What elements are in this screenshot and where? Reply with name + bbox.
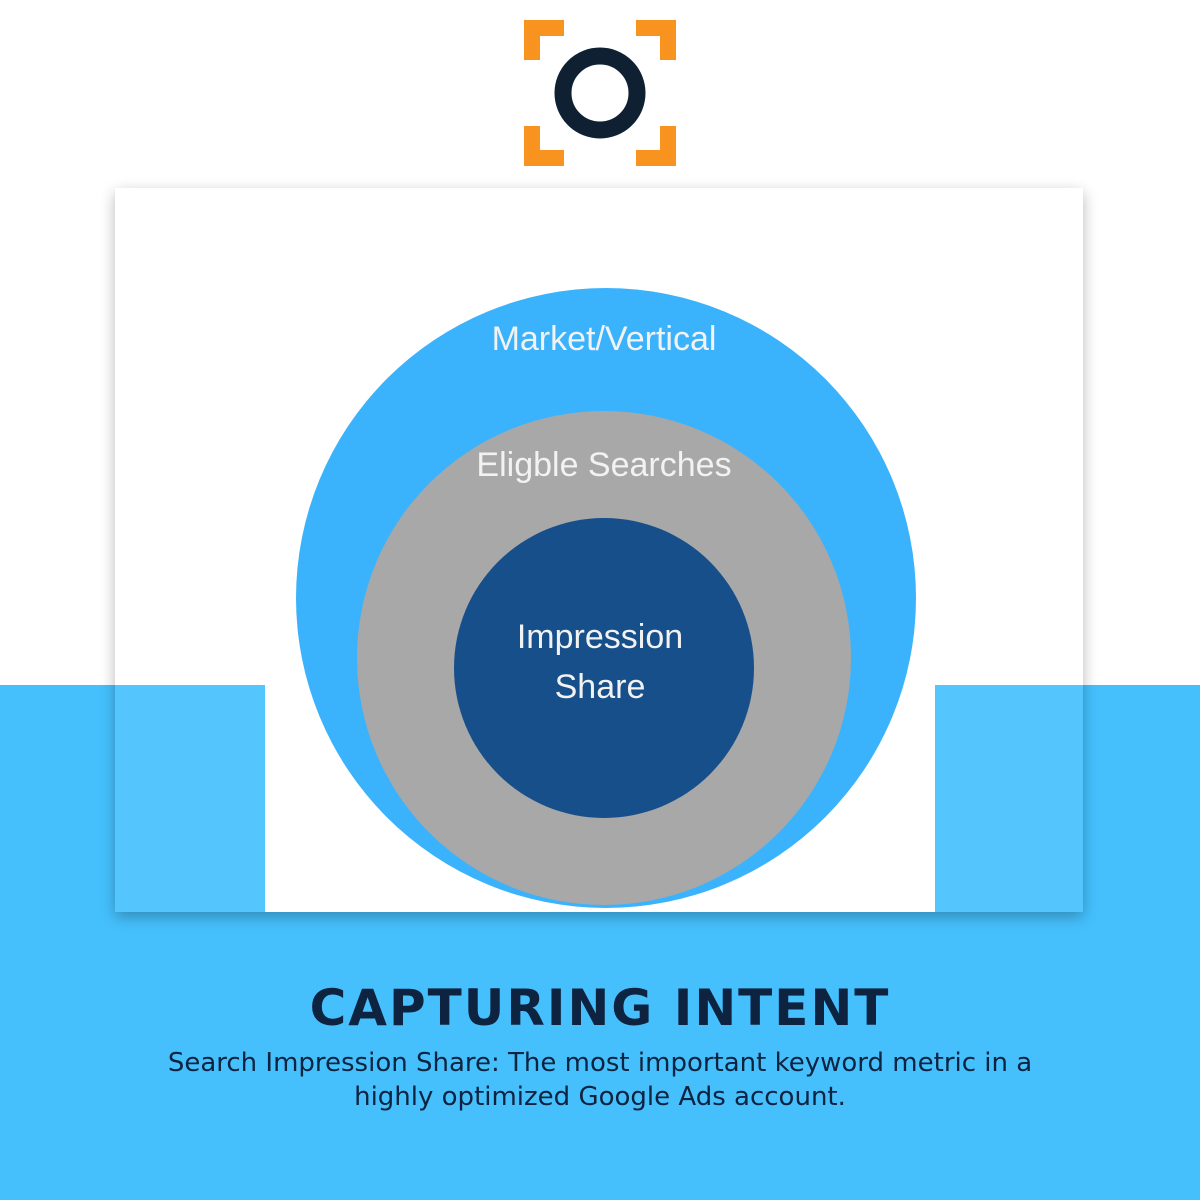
caption: Search Impression Share: The most import… xyxy=(167,1048,1033,1112)
brand-logo-icon xyxy=(524,20,676,166)
logo-brackets xyxy=(524,20,676,166)
nested-circles-diagram: Market/Vertical Eligble Searches Impress… xyxy=(296,288,916,908)
headline: CAPTURING INTENT xyxy=(309,979,891,1037)
eligible-searches-label: Eligble Searches xyxy=(476,446,731,484)
market-vertical-label: Market/Vertical xyxy=(492,320,717,358)
impression-share-label-line1: Impression xyxy=(517,618,683,656)
logo-bracket-top-left xyxy=(524,20,564,60)
logo-ring xyxy=(554,47,646,139)
logo-bracket-bottom-left xyxy=(524,126,564,166)
logo-bracket-bottom-right xyxy=(636,126,676,166)
impression-share-label-line2: Share xyxy=(555,668,646,706)
impression-share-circle xyxy=(454,518,754,818)
logo-bracket-top-right xyxy=(636,20,676,60)
